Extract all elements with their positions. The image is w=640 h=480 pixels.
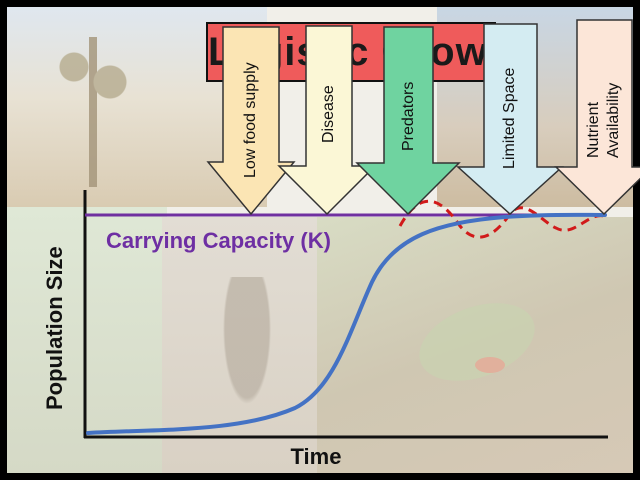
joshua-tree xyxy=(47,37,137,187)
y-axis-label: Population Size xyxy=(42,246,67,410)
logistic-curve xyxy=(86,212,607,435)
arrow-label-availability: Availability xyxy=(605,83,622,158)
svg-text:Nutrient Availability: Nutrient Availability xyxy=(585,83,622,158)
arrow-disease: Disease xyxy=(277,25,377,216)
carrying-capacity-label: Carrying Capacity (K) xyxy=(106,228,331,253)
arrow-shape xyxy=(456,23,564,216)
arrow-limited-space: Limited Space xyxy=(456,23,564,216)
ibex-silhouette xyxy=(222,277,272,407)
svg-text:Low food supply: Low food supply xyxy=(242,62,259,178)
arrow-label-predators: Predators xyxy=(400,82,417,151)
frog-spot xyxy=(475,357,505,373)
arrow-label-nutrient: Nutrient xyxy=(585,101,602,158)
x-axis-label: Time xyxy=(291,444,342,469)
arrow-shape xyxy=(554,19,640,216)
arrow-nutrient-availability: Nutrient Availability xyxy=(554,19,640,216)
forest-photo xyxy=(7,207,167,473)
arrow-predators: Predators xyxy=(355,26,461,216)
arrow-shape xyxy=(206,26,296,216)
svg-text:Limited Space: Limited Space xyxy=(501,68,518,169)
arrow-label-limited-space: Limited Space xyxy=(501,68,518,169)
arrow-label-low-food-supply: Low food supply xyxy=(242,62,259,178)
svg-text:Predators: Predators xyxy=(400,82,417,151)
arrow-low-food-supply: Low food supply xyxy=(206,26,296,216)
svg-text:Disease: Disease xyxy=(320,85,337,143)
arrow-shape xyxy=(355,26,461,216)
arrow-shape xyxy=(277,25,377,216)
arrow-label-disease: Disease xyxy=(320,85,337,143)
